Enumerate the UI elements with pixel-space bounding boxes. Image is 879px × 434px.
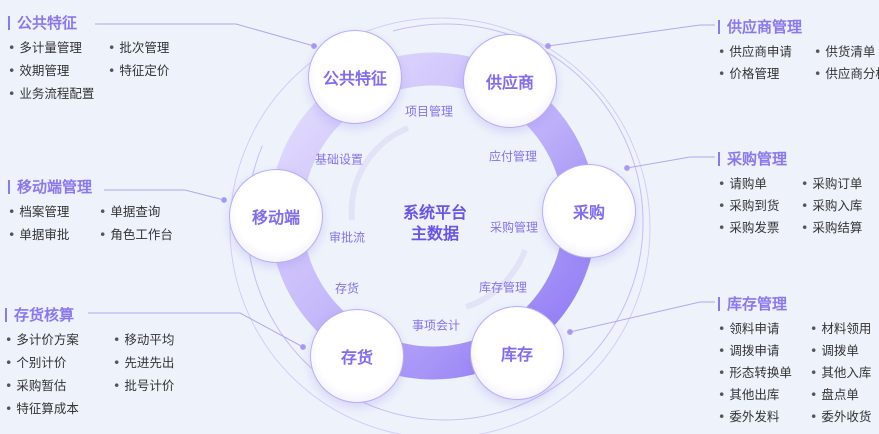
- list-item: 特征算成本: [5, 400, 113, 418]
- list-item: 采购暂估: [5, 377, 113, 395]
- list-item: 个别计价: [5, 354, 113, 372]
- panel-heading: 移动端管理: [8, 176, 189, 197]
- center-title-line-1: 系统平台: [402, 203, 468, 222]
- panel-heading: 公共特征: [8, 12, 198, 33]
- node-mobile[interactable]: 移动端: [229, 169, 323, 263]
- list-item: 其他出库: [718, 386, 810, 404]
- list-item: 采购入库: [801, 197, 879, 215]
- connector-dot: [300, 344, 306, 350]
- node-purchase[interactable]: 采购: [542, 164, 636, 258]
- list-item: 采购到货: [718, 197, 801, 215]
- node-inventory[interactable]: 存货: [310, 309, 404, 403]
- panel-title: 存货核算: [14, 306, 75, 324]
- panel-title: 移动端管理: [17, 178, 93, 196]
- ring-label: 事项会计: [411, 318, 461, 333]
- list-item: 委外发料: [718, 408, 810, 426]
- panel-heading: 供应商管理: [718, 16, 879, 37]
- inner-arc: [348, 125, 410, 221]
- connector-supplier: [547, 24, 715, 47]
- list-item: 盘点单: [810, 386, 879, 404]
- list-item: 采购订单: [801, 175, 879, 193]
- list-item: 供应商申请: [718, 43, 814, 61]
- node-supplier[interactable]: 供应商: [463, 34, 557, 128]
- ring-label: 采购管理: [489, 220, 539, 235]
- panel-heading: 库存管理: [718, 293, 879, 314]
- panel-heading: 存货核算: [5, 304, 203, 325]
- panel-inventory: 存货核算 多计价方案 移动平均 个别计价 先进先出 采购暂估 批号计价 特征算成…: [5, 304, 203, 418]
- panel-supplier: 供应商管理 供应商申请 供货清单 价格管理 供应商分析: [718, 16, 879, 83]
- ring-label: 存货: [334, 281, 360, 296]
- title-bar-marker: [718, 19, 720, 34]
- list-item: 单据审批: [8, 226, 99, 244]
- connector-mobile: [104, 189, 225, 201]
- item-list: 多计价方案 移动平均 个别计价 先进先出 采购暂估 批号计价 特征算成本: [5, 331, 203, 418]
- list-item: 效期管理: [8, 62, 108, 80]
- panel-warehouse: 库存管理 领料申请 材料领用 调拨申请 调拨单 形态转换单 其他入库 其他出库 …: [718, 293, 879, 426]
- item-list: 档案管理 单据查询 单据审批 角色工作台: [8, 203, 189, 244]
- list-item: 批次管理: [108, 39, 198, 57]
- title-bar-marker: [8, 179, 10, 194]
- list-item: 调拨申请: [718, 342, 810, 360]
- list-item: 移动平均: [113, 331, 203, 349]
- connector-purchase: [626, 156, 715, 169]
- panel-common: 公共特征 多计量管理 批次管理 效期管理 特征定价 业务流程配置: [8, 12, 198, 103]
- connector-inventory: [88, 312, 304, 348]
- inner-arc-2: [465, 248, 528, 310]
- connector-common: [95, 23, 315, 47]
- item-list: 请购单 采购订单 采购到货 采购入库 采购发票 采购结算: [718, 175, 879, 237]
- list-item: 档案管理: [8, 203, 99, 221]
- title-bar-marker: [718, 151, 720, 166]
- list-item: 形态转换单: [718, 364, 810, 382]
- title-bar-marker: [5, 307, 7, 322]
- ring-label: 应付管理: [488, 149, 538, 164]
- item-list: 供应商申请 供货清单 价格管理 供应商分析: [718, 43, 879, 83]
- list-item: 材料领用: [810, 320, 879, 338]
- connector-dot: [311, 43, 317, 49]
- panel-title: 供应商管理: [727, 18, 803, 36]
- center-title: 系统平台 主数据: [403, 202, 467, 244]
- list-item: 角色工作台: [99, 226, 189, 244]
- list-item: 采购结算: [801, 219, 879, 237]
- panel-purchase: 采购管理 请购单 采购订单 采购到货 采购入库 采购发票 采购结算: [718, 148, 879, 237]
- center-title-line-2: 主数据: [410, 224, 460, 243]
- list-item: 多计价方案: [5, 331, 113, 349]
- panel-mobile: 移动端管理 档案管理 单据查询 单据审批 角色工作台: [8, 176, 189, 244]
- list-item: 特征定价: [108, 62, 198, 80]
- list-item: 业务流程配置: [8, 85, 108, 103]
- list-item: 请购单: [718, 175, 801, 193]
- ring-label: 基础设置: [314, 152, 364, 167]
- list-item: 价格管理: [718, 65, 814, 83]
- list-item: 领料申请: [718, 320, 810, 338]
- connector-dot: [567, 329, 573, 335]
- list-item: 批号计价: [113, 377, 203, 395]
- title-bar-marker: [8, 15, 10, 30]
- node-common[interactable]: 公共特征: [308, 30, 402, 124]
- list-item: 单据查询: [99, 203, 189, 221]
- list-item: 其他入库: [810, 364, 879, 382]
- ring-label: 库存管理: [478, 280, 528, 295]
- list-item: 供货清单: [814, 43, 879, 61]
- list-item: 委外收货: [810, 408, 879, 426]
- panel-title: 库存管理: [727, 295, 788, 313]
- node-warehouse[interactable]: 库存: [470, 306, 564, 400]
- ring-label: 项目管理: [404, 104, 454, 119]
- list-item: 调拨单: [810, 342, 879, 360]
- item-list: 领料申请 材料领用 调拨申请 调拨单 形态转换单 其他入库 其他出库 盘点单 委…: [718, 320, 879, 426]
- connector-warehouse: [569, 301, 715, 333]
- connector-dot: [221, 197, 227, 203]
- title-bar-marker: [718, 296, 720, 311]
- connector-dot: [624, 165, 630, 171]
- list-item: 采购发票: [718, 219, 801, 237]
- panel-title: 公共特征: [17, 14, 78, 32]
- ring-label: 审批流: [328, 230, 366, 245]
- item-list: 多计量管理 批次管理 效期管理 特征定价 业务流程配置: [8, 39, 198, 103]
- panel-title: 采购管理: [727, 150, 788, 168]
- panel-heading: 采购管理: [718, 148, 879, 169]
- list-item: 先进先出: [113, 354, 203, 372]
- list-item: 供应商分析: [814, 65, 879, 83]
- connector-dot: [545, 43, 551, 49]
- list-item: 多计量管理: [8, 39, 108, 57]
